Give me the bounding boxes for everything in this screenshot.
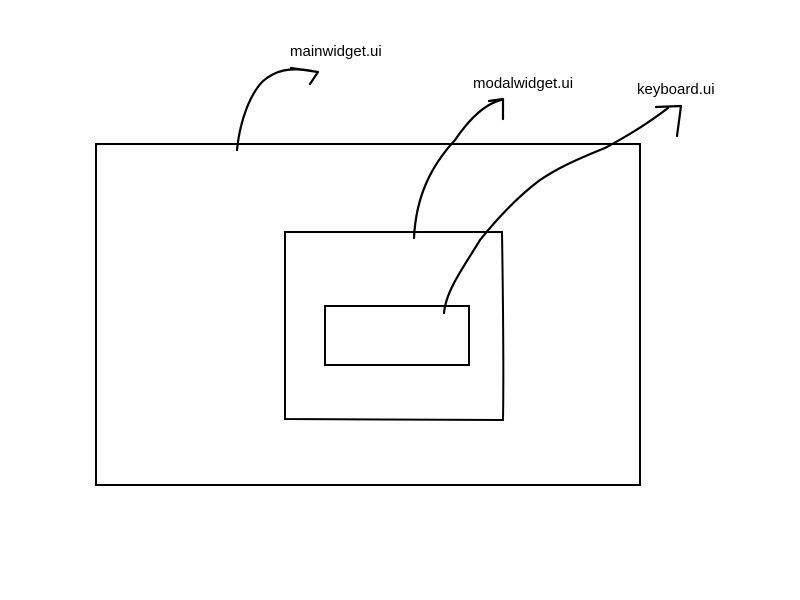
keyboard-arrow-line [442,106,670,315]
keyboard-label: keyboard.ui [637,81,715,98]
main-widget-box [95,143,641,486]
modal-arrow-line [412,98,503,240]
main-arrow-head [289,66,320,86]
keyboard-box [324,305,470,366]
mainwidget-label: mainwidget.ui [290,43,382,60]
modal-widget-box [284,231,505,422]
modalwidget-label: modalwidget.ui [473,75,574,92]
keyboard-arrow-head [654,104,683,138]
main-arrow-line [235,68,314,152]
modal-arrow-head [487,97,505,121]
